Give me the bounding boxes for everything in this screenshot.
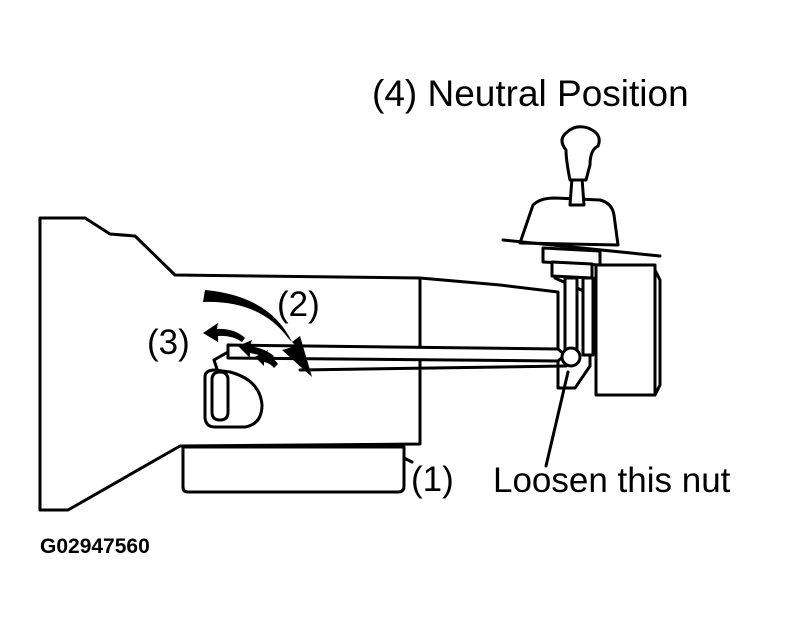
shift-rod-secondary [581, 276, 595, 357]
shifter-collar [550, 260, 594, 280]
neutral-position-label: (4) Neutral Position [372, 73, 689, 114]
figure-code: G02947560 [40, 535, 150, 558]
loosen-nut-label: Loosen this nut [493, 461, 731, 500]
shift-rod-vertical [563, 276, 579, 354]
shift-knob [560, 125, 601, 182]
linkage-nut [560, 346, 582, 368]
shifter-boot [541, 246, 602, 267]
leader-line-nut [544, 370, 570, 468]
callout-3-label: (3) [147, 323, 190, 362]
linkage-lower [298, 364, 568, 372]
lever-arm [212, 350, 230, 374]
callout-2-label: (2) [277, 285, 320, 324]
extension-housing-rear [653, 268, 662, 397]
leader-line-1 [402, 456, 414, 464]
rotation-arrow-2 [203, 290, 312, 377]
extension-housing [594, 263, 657, 397]
small-arrow-3a [203, 323, 245, 342]
lever-slot [210, 370, 230, 422]
shift-lever [568, 176, 586, 207]
shift-rod-horizontal [226, 343, 567, 363]
oil-pan [181, 445, 406, 494]
callout-1-label: (1) [411, 460, 454, 499]
floor-line [501, 238, 662, 258]
small-arrow-3c [255, 350, 278, 368]
shifter-base [518, 196, 620, 247]
